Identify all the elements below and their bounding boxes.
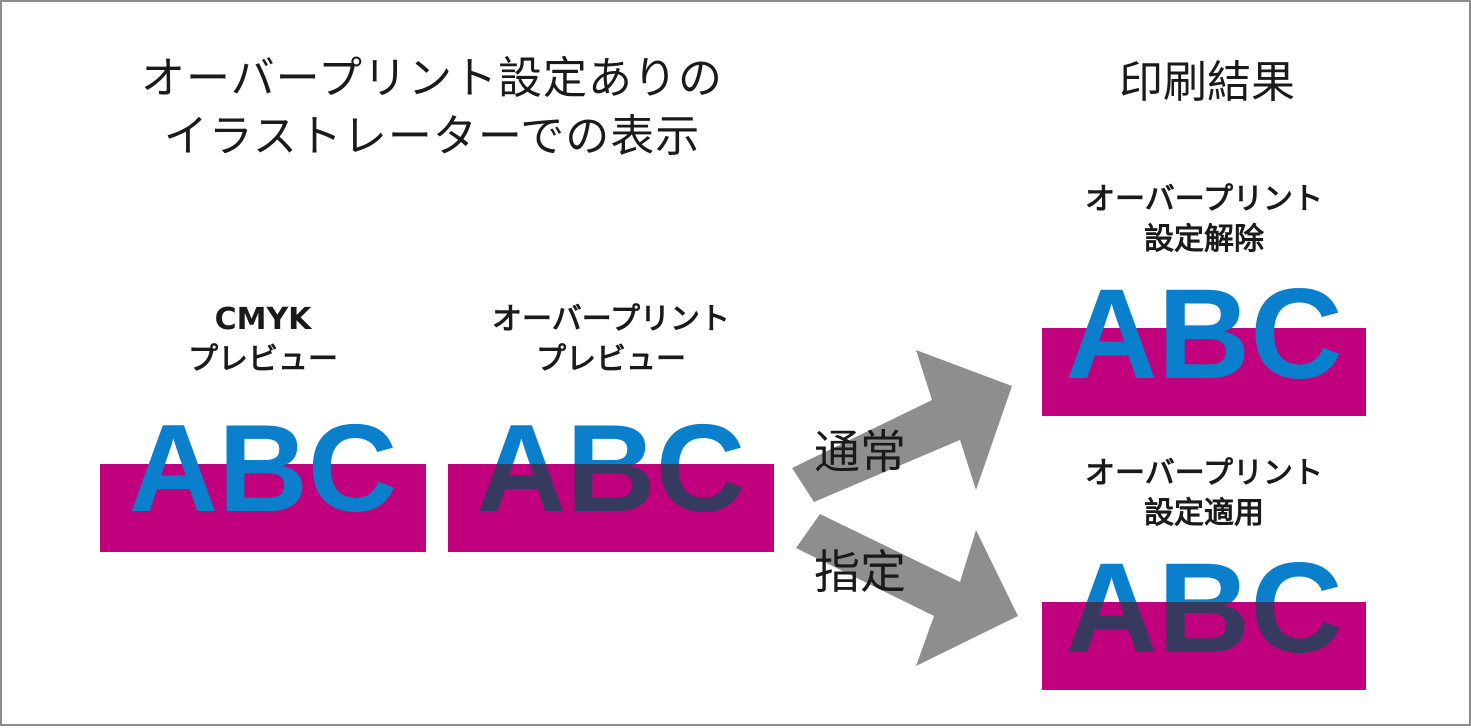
result-released-label: オーバープリント 設定解除 [1042,180,1366,260]
cmyk-preview-label-line-1: CMYK [214,302,312,337]
overprint-preview-panel: ABC [448,407,774,552]
result-released-panel: ABC [1042,263,1366,416]
cmyk-preview-magenta-band [100,464,426,552]
page-title: オーバープリント設定ありの イラストレーターでの表示 [82,50,782,166]
overprint-preview-label: オーバープリント プレビュー [448,300,774,380]
overprint-preview-label-line-1: オーバープリント [492,302,730,337]
overprint-preview-label-line-2: プレビュー [536,342,686,377]
result-released-magenta-band [1042,328,1366,416]
arrow-specified [796,514,1018,666]
result-applied-panel: ABC [1042,545,1366,690]
result-released-label-line-2: 設定解除 [1144,222,1264,257]
page-title-line-2: イラストレーターでの表示 [163,111,701,162]
overprint-preview-letters: ABC [448,407,774,531]
result-title: 印刷結果 [1119,57,1295,108]
result-applied-label-line-2: 設定適用 [1144,496,1264,531]
overprint-preview-magenta-band [448,464,774,552]
arrow-normal [792,350,1012,502]
route-label-specified: 指定 [814,545,906,599]
cmyk-preview-label: CMYK プレビュー [100,300,426,380]
cmyk-preview-panel: ABC [100,400,426,552]
result-applied-letters: ABC [1042,545,1366,673]
result-applied-label: オーバープリント 設定適用 [1042,454,1366,534]
result-released-letters: ABC [1065,263,1343,406]
page-title-line-1: オーバープリント設定ありの [141,53,723,104]
result-applied-magenta-band [1042,602,1366,690]
route-label-normal: 通常 [814,425,906,479]
cmyk-preview-letters: ABC [128,400,398,538]
result-applied-label-line-1: オーバープリント [1085,456,1323,491]
cmyk-preview-label-line-2: プレビュー [188,342,338,377]
result-released-label-line-1: オーバープリント [1085,182,1323,217]
